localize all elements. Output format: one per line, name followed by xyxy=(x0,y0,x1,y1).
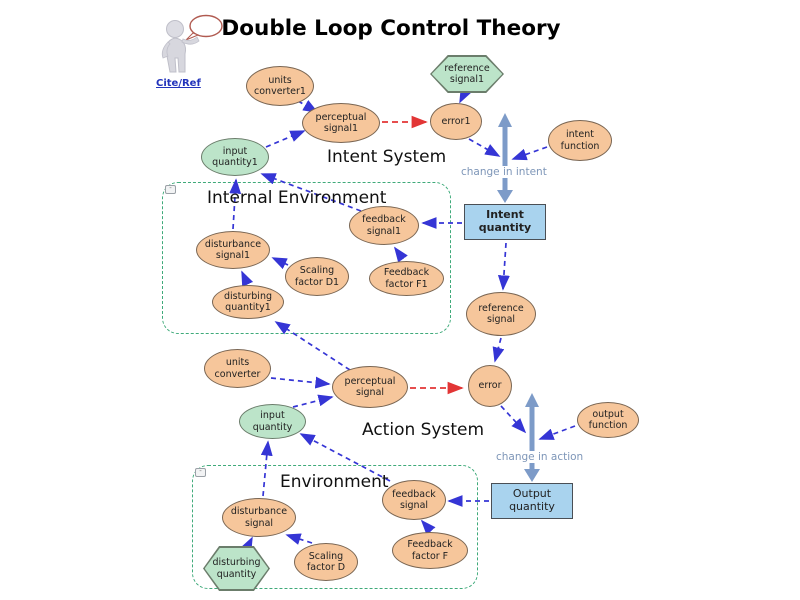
node-feedback-factor-f1: Feedback factor F1 xyxy=(369,261,444,296)
node-input-quantity: input quantity xyxy=(239,404,306,439)
node-intent-quantity: Intent quantity xyxy=(464,204,546,240)
person-clipart: Cite/Ref xyxy=(148,12,232,96)
person-clipart-icon xyxy=(161,14,223,73)
node-error1: error1 xyxy=(430,103,482,140)
node-perceptual-signal1: perceptual signal1 xyxy=(302,103,380,143)
node-intent-function: intent function xyxy=(548,120,612,161)
change-in-action-label: change in action xyxy=(494,451,586,463)
collapse-icon: - xyxy=(165,185,176,194)
node-units-converter: units converter xyxy=(204,349,271,388)
node-output-function: output function xyxy=(577,402,639,438)
environment-label: Environment xyxy=(280,472,389,492)
node-disturbing-quantity1: disturbing quantity1 xyxy=(212,285,284,319)
cite-ref-link[interactable]: Cite/Ref xyxy=(156,78,201,89)
node-feedback-signal: feedback signal xyxy=(382,480,446,520)
node-scaling-factor-d1: Scaling factor D1 xyxy=(285,257,349,296)
node-disturbance-signal1: disturbance signal1 xyxy=(196,231,270,269)
node-scaling-factor-d: Scaling factor D xyxy=(294,543,358,581)
change-in-intent-label: change in intent xyxy=(459,166,549,178)
node-reference-signal1-label: reference signal1 xyxy=(431,56,503,92)
change-in-action-arrow xyxy=(524,393,540,482)
node-feedback-factor-f: Feedback factor F xyxy=(392,532,468,569)
node-input-quantity1: input quantity1 xyxy=(201,138,269,176)
change-in-intent-arrow xyxy=(497,113,513,203)
collapse-icon: - xyxy=(195,468,206,477)
action-system-label: Action System xyxy=(362,420,485,440)
node-units-converter1: units converter1 xyxy=(246,66,314,106)
node-disturbance-signal: disturbance signal xyxy=(222,498,296,537)
page-title: Double Loop Control Theory xyxy=(221,16,561,41)
internal-environment-label: Internal Environment xyxy=(207,188,387,208)
node-reference-signal: reference signal xyxy=(466,292,536,336)
intent-system-label: Intent System xyxy=(327,147,447,167)
node-disturbing-quantity: disturbing quantity xyxy=(203,546,270,591)
node-output-quantity: Output quantity xyxy=(491,483,573,519)
node-disturbing-quantity-label: disturbing quantity xyxy=(204,547,269,590)
node-feedback-signal1: feedback signal1 xyxy=(349,206,419,245)
node-perceptual-signal: perceptual signal xyxy=(332,366,408,408)
node-error: error xyxy=(468,365,512,407)
node-reference-signal1: reference signal1 xyxy=(430,55,504,93)
